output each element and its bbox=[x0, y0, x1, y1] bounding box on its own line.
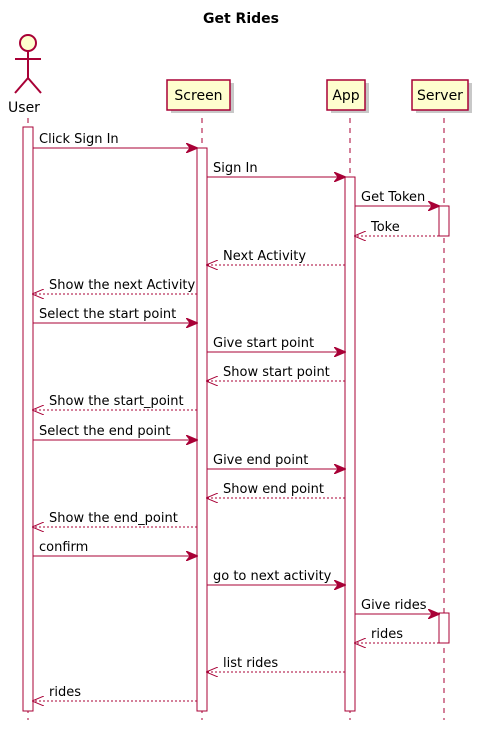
message-18: rides bbox=[355, 627, 439, 643]
message-label: Show the next Activity bbox=[49, 278, 196, 293]
message-4: Toke bbox=[355, 220, 439, 236]
screen-activation bbox=[196, 147, 208, 712]
message-label: Toke bbox=[370, 220, 400, 235]
message-label: Give start point bbox=[213, 336, 314, 351]
message-label: list rides bbox=[223, 656, 278, 671]
message-label: Give end point bbox=[213, 453, 308, 468]
message-label: Give rides bbox=[361, 598, 427, 613]
message-9: Show start point bbox=[207, 365, 345, 381]
message-20: rides bbox=[33, 685, 197, 701]
message-14: Show the end_point bbox=[33, 511, 197, 527]
message-label: go to next activity bbox=[213, 569, 332, 584]
message-label: Next Activity bbox=[223, 249, 306, 264]
message-label: Show start point bbox=[223, 365, 330, 380]
message-2: Sign In bbox=[207, 161, 345, 177]
message-label: Select the end point bbox=[39, 424, 170, 439]
message-15: confirm bbox=[33, 540, 197, 556]
message-17: Give rides bbox=[355, 598, 439, 614]
message-label: Click Sign In bbox=[39, 132, 119, 147]
participant-label-screen: Screen bbox=[174, 88, 222, 104]
message-16: go to next activity bbox=[207, 569, 345, 585]
message-5: Next Activity bbox=[207, 249, 345, 265]
message-7: Select the start point bbox=[33, 307, 197, 323]
participant-label-app: App bbox=[332, 88, 359, 104]
message-label: Show the end_point bbox=[49, 511, 178, 526]
message-13: Show end point bbox=[207, 482, 345, 498]
message-label: Show end point bbox=[223, 482, 324, 497]
message-8: Give start point bbox=[207, 336, 345, 352]
message-3: Get Token bbox=[355, 190, 439, 206]
user-activation bbox=[22, 126, 34, 712]
app-activation bbox=[344, 176, 356, 712]
participant-label-user: User bbox=[8, 100, 40, 116]
participant-app: App bbox=[326, 79, 369, 113]
participant-server: Server bbox=[411, 79, 472, 113]
message-11: Select the end point bbox=[33, 424, 197, 440]
message-12: Give end point bbox=[207, 453, 345, 469]
actor-user: User bbox=[8, 34, 42, 116]
message-label: Get Token bbox=[361, 190, 425, 205]
message-19: list rides bbox=[207, 656, 345, 672]
message-10: Show the start_point bbox=[33, 394, 197, 410]
diagram-title: Get Rides bbox=[203, 11, 279, 27]
message-1: Click Sign In bbox=[33, 132, 197, 148]
message-label: Sign In bbox=[213, 161, 258, 176]
message-label: Show the start_point bbox=[49, 394, 184, 409]
message-6: Show the next Activity bbox=[33, 278, 197, 294]
server-activation-rides bbox=[438, 612, 450, 644]
message-label: rides bbox=[371, 627, 403, 642]
participant-label-server: Server bbox=[417, 88, 463, 104]
message-label: Select the start point bbox=[39, 307, 176, 322]
server-activation-token bbox=[438, 205, 450, 237]
message-label: rides bbox=[49, 685, 81, 700]
message-label: confirm bbox=[39, 540, 88, 555]
participant-screen: Screen bbox=[166, 79, 234, 113]
actor-icon bbox=[14, 34, 42, 94]
